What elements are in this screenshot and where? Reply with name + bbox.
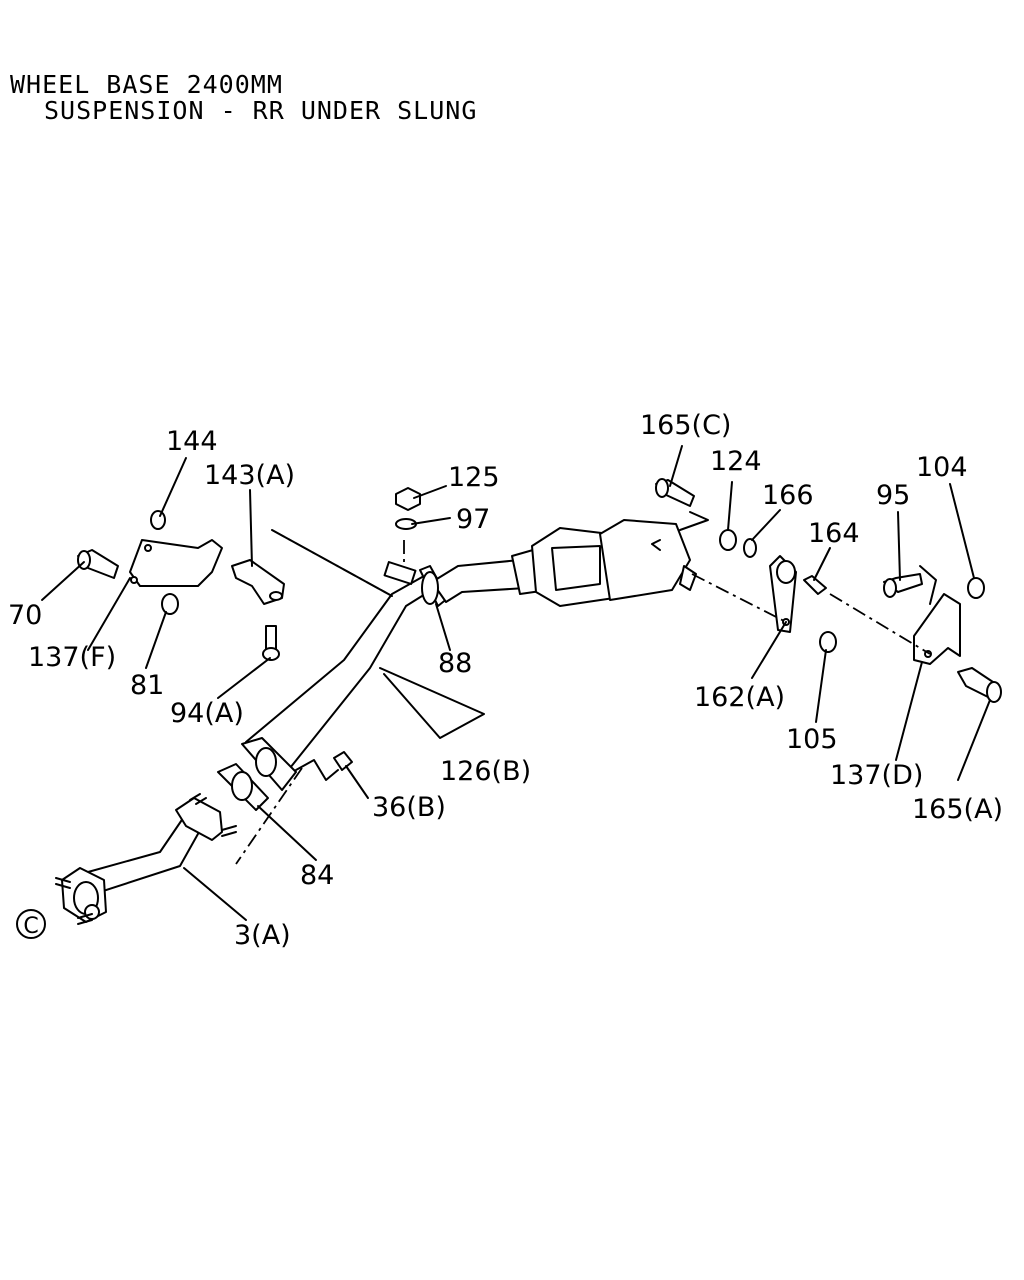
callout-81: 81	[130, 670, 164, 701]
gasket-88[interactable]	[421, 571, 439, 605]
collar-164[interactable]	[803, 575, 827, 595]
callout-105: 105	[786, 724, 838, 755]
callout-137d: 137(D)	[830, 760, 923, 791]
callout-165a: 165(A)	[912, 794, 1003, 825]
callout-94a: 94(A)	[170, 698, 244, 729]
callout-104: 104	[916, 452, 968, 483]
callout-84: 84	[300, 860, 334, 891]
callout-3a: 3(A)	[234, 920, 291, 951]
callout-97: 97	[456, 504, 490, 535]
callout-36b: 36(B)	[372, 792, 446, 823]
diagram-title-line1: WHEEL BASE 2400MM	[10, 70, 283, 99]
callout-166: 166	[762, 480, 814, 511]
nut-105[interactable]	[819, 631, 837, 653]
front-pipe-3a[interactable]	[55, 793, 237, 925]
bolt-165c[interactable]	[655, 478, 695, 507]
diagram-title-line2: SUSPENSION - RR UNDER SLUNG	[44, 96, 478, 125]
gasket-84[interactable]	[217, 763, 269, 811]
nut-81[interactable]	[161, 593, 179, 615]
callout-88: 88	[438, 648, 472, 679]
callout-162a: 162(A)	[694, 682, 785, 713]
callout-144: 144	[166, 426, 218, 457]
callout-124: 124	[710, 446, 762, 477]
nut-124[interactable]	[719, 529, 737, 551]
callout-70: 70	[8, 600, 42, 631]
nut-104[interactable]	[967, 577, 985, 599]
callout-125: 125	[448, 462, 500, 493]
callout-164: 164	[808, 518, 860, 549]
callout-95: 95	[876, 480, 910, 511]
callout-165c: 165(C)	[640, 410, 731, 441]
callout-137f: 137(F)	[28, 642, 116, 673]
bolt-94a[interactable]	[262, 625, 280, 661]
nut-144[interactable]	[150, 510, 166, 530]
svg-text:C: C	[23, 914, 38, 939]
reference-c-marker: C	[16, 909, 46, 939]
washer-166[interactable]	[743, 538, 757, 558]
callout-126b: 126(B)	[440, 756, 531, 787]
nut-36b[interactable]	[333, 751, 353, 771]
callout-143a: 143(A)	[204, 460, 295, 491]
hanger-143a[interactable]	[231, 559, 285, 605]
catalytic-converter[interactable]	[511, 519, 697, 607]
bracket-137d[interactable]	[913, 593, 961, 665]
nut-125[interactable]	[395, 487, 421, 511]
bolt-70[interactable]	[77, 549, 119, 579]
bracket-137f[interactable]	[129, 539, 223, 587]
bolt-95[interactable]	[883, 573, 923, 598]
bolt-165a[interactable]	[957, 667, 1002, 703]
